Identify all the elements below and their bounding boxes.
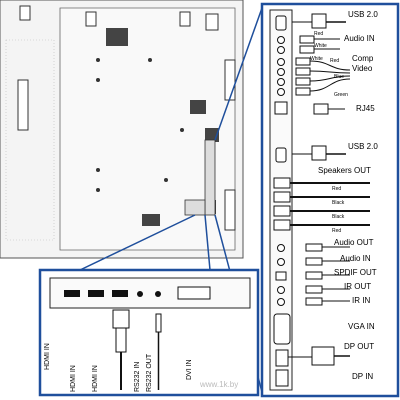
wire-label-blue: Blue [334,74,345,80]
wire-label-white: White [310,56,323,62]
ir-in-label: IR IN [352,296,371,305]
speakers-out-label: Speakers OUT [318,166,371,175]
dp-out-label: DP OUT [344,342,375,351]
wire-label-white: White [314,43,327,49]
usb-top-label: USB 2.0 [348,10,378,19]
bottom-connector-panel [38,268,260,397]
dp-in-label: DP IN [352,372,374,381]
vga-in-label: VGA IN [348,322,375,331]
wire-label-black: Black [332,200,345,206]
wire-label-black: Black [332,214,345,220]
spdif-out-label: SPDIF OUT [334,268,377,277]
port-label-hdmi-1: HDMI IN [44,343,51,370]
right-connector-panel [260,2,400,398]
comp-label-1: Comp [352,54,374,63]
port-label-rs232-in: RS232 IN [134,361,141,392]
usb-mid-label: USB 2.0 [348,142,378,151]
ir-out-label: IR OUT [344,282,372,291]
audio-in-mid-label: Audio IN [340,254,371,263]
vent-block [190,100,206,114]
display-back [0,0,244,259]
wire-label-red: Red [332,186,342,192]
wire-label-red: Red [332,228,342,234]
comp-label-2: Video [352,64,373,73]
vent-block [106,28,128,46]
usb-plug-icon [311,13,327,29]
wire-label-red: Red [314,31,324,37]
port-label-hdmi-2: HDMI IN [70,365,77,392]
port-label-dvi-in: DVI IN [186,359,193,380]
wire-label-red: Red [330,58,340,64]
port-label-hdmi-3: HDMI IN [92,365,99,392]
port-label-rs232-out: RS232 OUT [146,353,153,392]
rj45-label: RJ45 [356,104,375,113]
wire-label-green: Green [334,92,348,98]
watermark: www.1k.by [200,380,239,389]
audio-in-top-label: Audio IN [344,34,375,43]
vent-block [142,214,160,226]
audio-out-label: Audio OUT [334,238,374,247]
